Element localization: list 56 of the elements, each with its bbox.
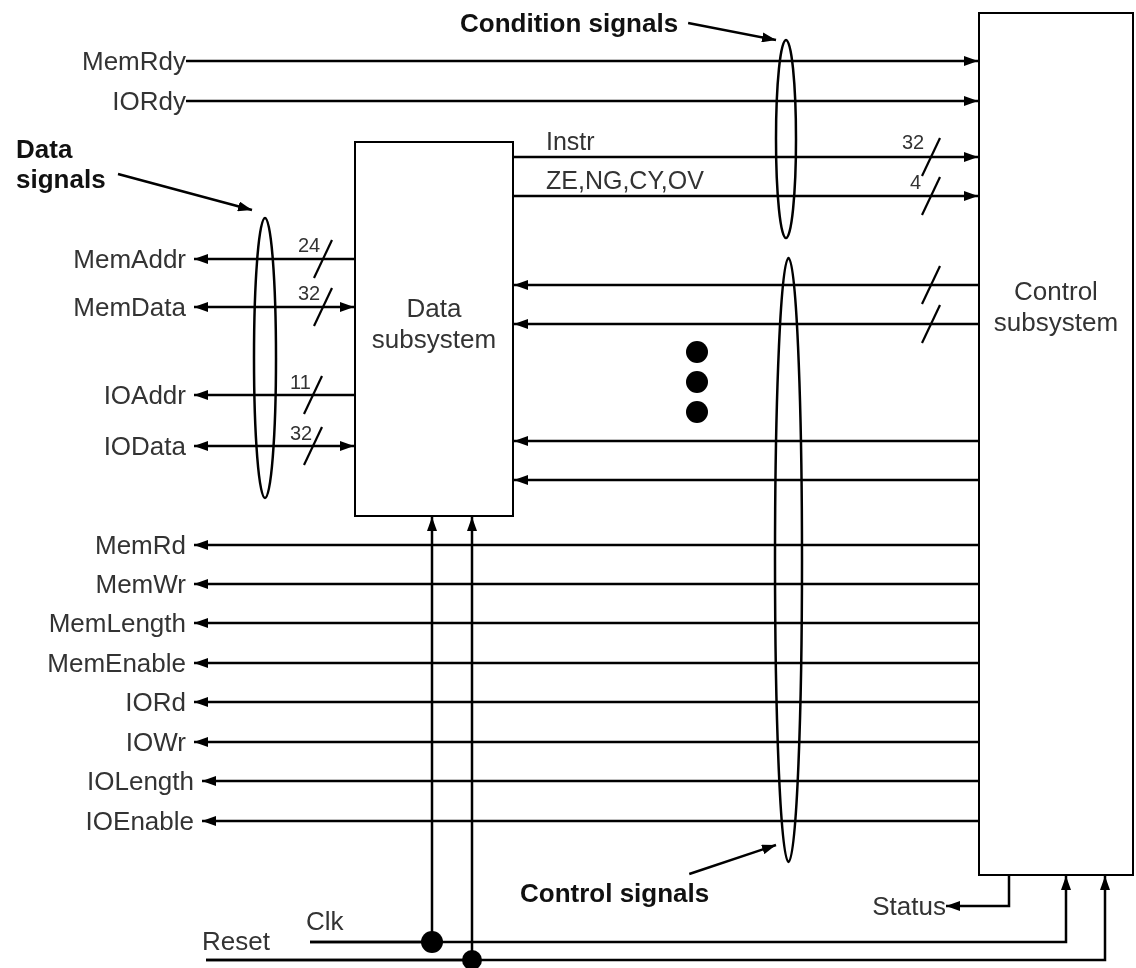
signal-name: IORd bbox=[125, 687, 186, 717]
leader-arrow bbox=[687, 21, 777, 43]
group-label: Control signals bbox=[520, 878, 710, 908]
signal-arrow bbox=[514, 280, 978, 290]
signal-name: MemRdy bbox=[82, 46, 186, 76]
bus-width-label: 32 bbox=[902, 131, 925, 153]
signal-arrow bbox=[514, 475, 978, 485]
signal-name: Clk bbox=[306, 906, 344, 936]
subsystem-title: Control subsystem bbox=[992, 276, 1120, 339]
signal-arrow bbox=[946, 876, 1011, 911]
bus-width-label: 11 bbox=[290, 371, 311, 393]
signal-arrow bbox=[186, 96, 978, 106]
signal-arrow bbox=[194, 658, 978, 668]
signal-name: IOEnable bbox=[85, 806, 194, 836]
bus-width-label: 32 bbox=[290, 422, 313, 444]
signal-name: MemAddr bbox=[73, 244, 186, 274]
signal-arrow bbox=[194, 579, 978, 589]
subsystem-box bbox=[354, 141, 514, 517]
signal-name: IOAddr bbox=[103, 380, 186, 410]
signal-arrow bbox=[514, 436, 978, 446]
signal-arrow bbox=[310, 876, 1071, 944]
signal-name: IORdy bbox=[112, 86, 186, 116]
signal-arrow bbox=[202, 816, 978, 826]
signal-name: MemEnable bbox=[47, 648, 186, 678]
leader-arrow bbox=[117, 172, 253, 212]
signal-name: IOWr bbox=[125, 727, 186, 757]
signal-arrow bbox=[202, 776, 978, 786]
bus-width-label: 32 bbox=[298, 282, 321, 304]
signal-arrow bbox=[194, 540, 978, 550]
subsystem-title: Data subsystem bbox=[370, 293, 498, 356]
bus-width-label: 4 bbox=[910, 171, 922, 193]
signal-arrow bbox=[194, 390, 354, 400]
signal-name: MemWr bbox=[95, 569, 186, 599]
signal-arrow bbox=[514, 319, 978, 329]
signal-name: Status bbox=[872, 891, 946, 921]
signal-name: MemRd bbox=[95, 530, 186, 560]
signal-name: MemData bbox=[73, 292, 186, 322]
leader-arrow bbox=[688, 843, 777, 876]
signal-name: IOLength bbox=[87, 766, 194, 796]
bus-width-label: 24 bbox=[298, 234, 321, 256]
signal-arrow bbox=[514, 191, 978, 201]
signal-name: Reset bbox=[202, 926, 270, 956]
signal-arrow bbox=[194, 441, 354, 451]
signal-arrow bbox=[194, 254, 354, 264]
signal-arrow bbox=[514, 152, 978, 162]
subsystem-box bbox=[978, 12, 1134, 876]
signal-arrow bbox=[206, 876, 1110, 962]
group-label: Condition signals bbox=[460, 8, 679, 38]
signal-name: IOData bbox=[103, 431, 186, 461]
group-label: Data signals bbox=[16, 134, 116, 194]
signal-arrow bbox=[194, 302, 354, 312]
signal-arrow bbox=[194, 697, 978, 707]
signal-arrow bbox=[186, 56, 978, 66]
signal-arrow bbox=[194, 618, 978, 628]
signal-name: MemLength bbox=[48, 608, 186, 638]
signal-arrow bbox=[194, 737, 978, 747]
